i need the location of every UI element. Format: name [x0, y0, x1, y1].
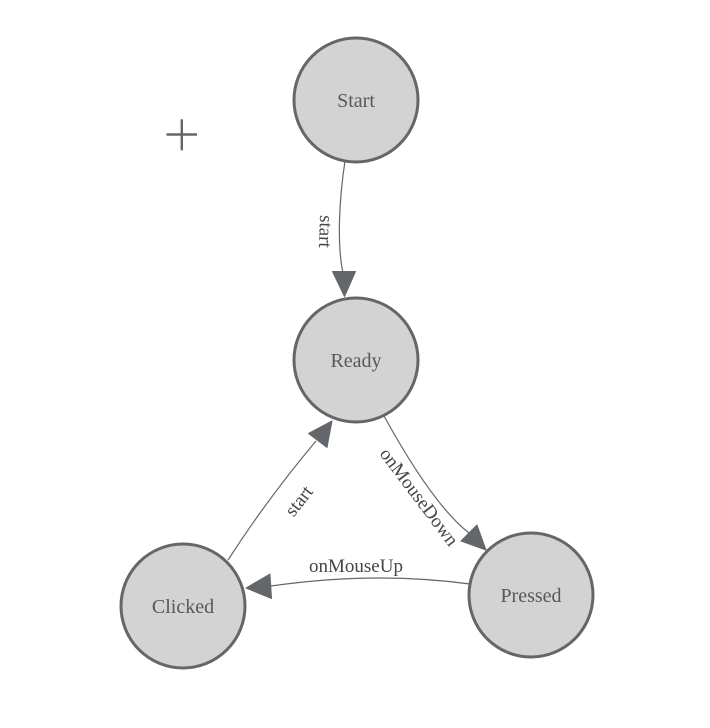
state-node-start[interactable]: Start	[292, 36, 420, 164]
arrowhead-icon	[308, 420, 333, 448]
edge-start-to-ready[interactable]: start	[314, 160, 356, 297]
arrowhead-icon	[460, 524, 487, 551]
crosshair-icon	[166, 119, 197, 151]
state-label: Ready	[330, 350, 381, 372]
arrowhead-icon	[245, 573, 272, 599]
state-circle[interactable]	[292, 36, 420, 164]
state-label: Clicked	[152, 596, 214, 618]
edge-path[interactable]	[383, 415, 470, 534]
edge-path[interactable]	[270, 577, 471, 587]
edge-label: onMouseDown	[375, 444, 463, 551]
edge-label: onMouseUp	[309, 556, 403, 577]
edge-path[interactable]	[338, 160, 346, 274]
state-node-pressed[interactable]: Pressed	[467, 531, 595, 659]
state-circle[interactable]	[119, 542, 247, 670]
state-label: Pressed	[500, 585, 561, 607]
edge-path[interactable]	[227, 440, 317, 561]
edge-label: start	[281, 481, 318, 520]
arrowhead-icon	[332, 271, 356, 297]
state-label: Start	[337, 90, 375, 112]
edge-ready-to-pressed[interactable]: onMouseDown	[375, 415, 487, 551]
edge-label: start	[314, 215, 336, 249]
state-circle[interactable]	[467, 531, 595, 659]
state-node-clicked[interactable]: Clicked	[119, 542, 247, 670]
edge-clicked-to-ready[interactable]: start	[227, 420, 333, 561]
state-node-ready[interactable]: Ready	[292, 296, 420, 424]
edge-pressed-to-clicked[interactable]: onMouseUp	[245, 556, 471, 599]
state-circle[interactable]	[292, 296, 420, 424]
